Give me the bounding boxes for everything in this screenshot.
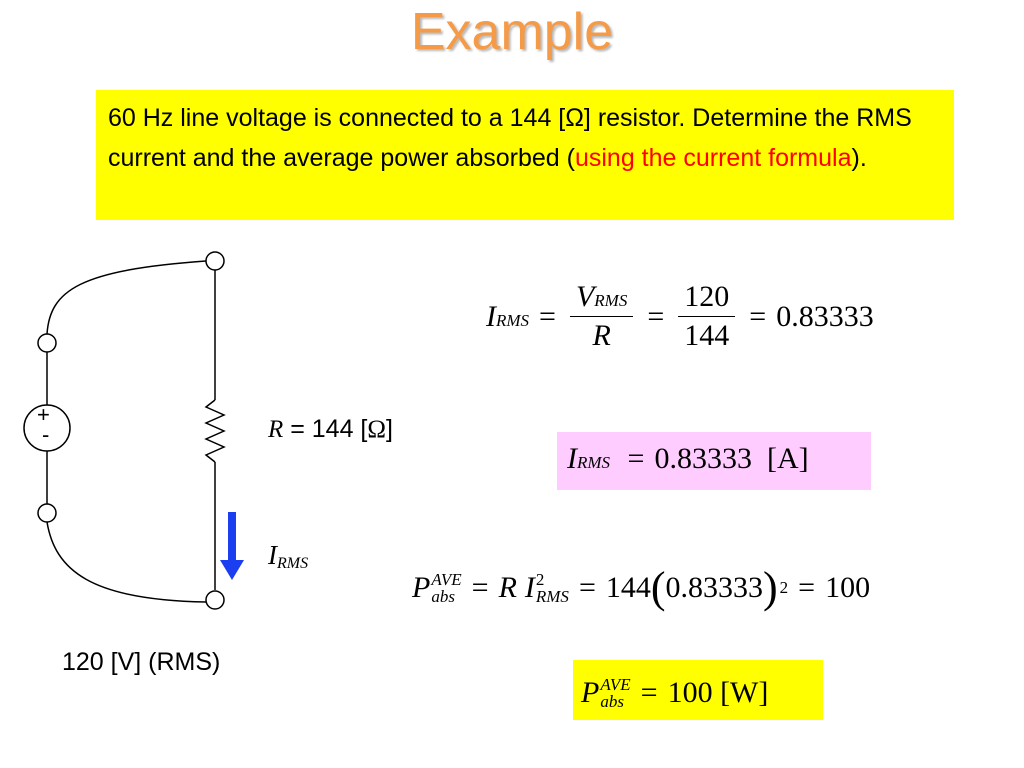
eq2-lhs-sub: RMS — [577, 453, 611, 472]
eq4-rhs: 100 [W] — [667, 676, 769, 709]
terminal-top-right — [205, 251, 225, 271]
eq2-lhs: I — [567, 442, 577, 475]
eq1-frac1-num-sub: RMS — [594, 291, 628, 310]
problem-text-end: ). — [851, 144, 867, 172]
resistor-label: R = 144 [Ω] — [268, 415, 393, 444]
eq3-lhs-sup: AVE — [431, 569, 462, 589]
eq1-lhs-sub: RMS — [496, 310, 530, 330]
eq3-lhs: P — [412, 570, 431, 604]
ohm-symbol: Ω — [367, 416, 386, 443]
current-subscript: RMS — [277, 555, 309, 572]
source-label: 120 [V] (RMS) — [62, 648, 221, 676]
source-plus: + — [37, 402, 50, 427]
problem-statement: 60 Hz line voltage is connected to a 144… — [96, 90, 954, 220]
eq1-frac2-num: 120 — [678, 280, 736, 317]
slide-title: Example — [410, 3, 614, 61]
eq1-frac1-num: V — [575, 280, 595, 313]
eq2-rhs: 0.83333 [A] — [654, 442, 809, 475]
problem-text: 60 Hz line voltage is connected to a 144… — [108, 104, 912, 172]
eq3-i-sup: 2 — [535, 569, 545, 589]
circuit-diagram — [23, 251, 244, 610]
eq3-r: R — [498, 570, 517, 604]
terminal-source-bottom — [37, 503, 57, 523]
eq3-coef: 144 — [605, 570, 651, 604]
resistor-close: ] — [385, 415, 393, 443]
current-symbol: I — [268, 540, 277, 570]
eq1-frac1-den: R — [592, 319, 611, 352]
terminal-bottom-right — [205, 590, 225, 610]
resistor-symbol — [204, 399, 226, 463]
eq1-frac-numeric: 120 144 — [678, 280, 736, 353]
equation-power-derivation: P AVE abs = R I 2 RMS = 144 (0.83333)2 =… — [412, 563, 871, 612]
eq3-lhs-sub: abs — [431, 586, 455, 606]
eq1-result: 0.83333 — [776, 299, 874, 333]
eq3-i: I — [524, 570, 535, 604]
eq3-exp: 2 — [779, 577, 789, 597]
wire-top — [46, 260, 207, 335]
eq1-frac2-den: 144 — [684, 319, 730, 352]
terminal-source-top — [37, 333, 57, 353]
eq1-frac-v-over-r: VRMS R — [569, 280, 634, 353]
irms-result-box: IRMS =0.83333 [A] — [557, 432, 871, 490]
current-label: IRMS — [268, 540, 308, 573]
resistor-value: = 144 [ — [283, 415, 368, 443]
source-minus: - — [42, 422, 50, 447]
eq3-inner: 0.83333 — [665, 570, 764, 604]
voltage-source — [23, 404, 71, 452]
eq3-result: 100 — [825, 570, 871, 604]
eq4-lhs-sup: AVE — [600, 675, 631, 694]
power-result-box: P AVE abs = 100 [W] — [573, 660, 823, 720]
current-arrow — [220, 512, 244, 580]
eq1-lhs: I — [486, 299, 496, 333]
equation-irms-derivation: IRMS = VRMS R = 120 144 = 0.83333 — [486, 280, 874, 353]
eq3-i-sub: RMS — [535, 586, 569, 606]
eq4-lhs: P — [581, 676, 600, 709]
eq4-lhs-sub: abs — [600, 692, 624, 711]
resistor-symbol-text: R — [268, 416, 284, 443]
wire-bottom — [46, 521, 207, 603]
problem-highlight: using the current formula — [574, 144, 852, 172]
